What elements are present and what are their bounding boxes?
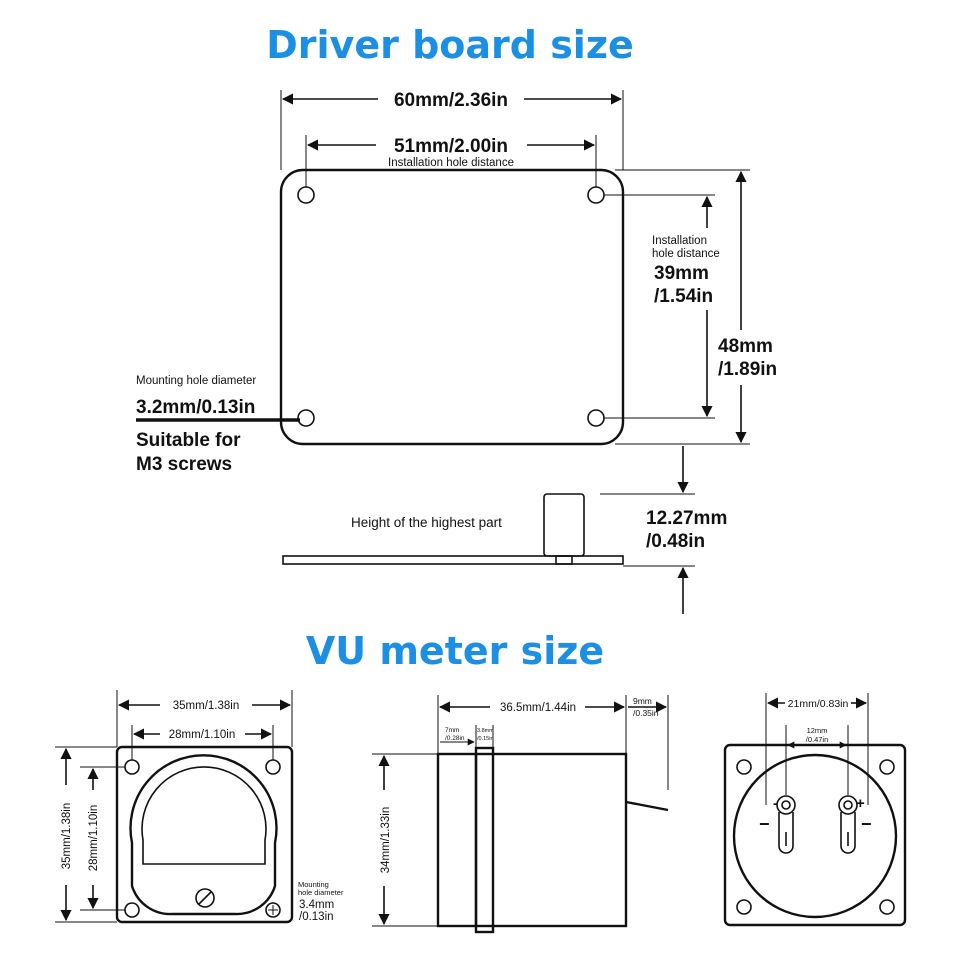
vu-back-case <box>732 753 898 919</box>
vu-back-outline <box>723 743 907 927</box>
vu-mount-value-2: /0.13in <box>299 911 334 923</box>
vu-side-band-1: 3.8mm <box>477 728 494 734</box>
driver-tallest-part <box>543 493 585 557</box>
vu-back-hole-tl <box>736 759 752 775</box>
driver-part-height-2: /0.48in <box>646 531 705 552</box>
driver-screw-2: M3 screws <box>136 454 232 475</box>
vu-back-view: - + − − <box>723 743 907 927</box>
vu-front-bezel <box>129 754 278 916</box>
driver-height-dimension: 48mm /1.89in <box>615 169 777 445</box>
driver-hole-height-note-1: Installation <box>652 235 707 247</box>
vu-front-height-label: 35mm/1.38in <box>61 803 73 869</box>
driver-screw-1: Suitable for <box>136 430 241 451</box>
driver-hole-width-label: 51mm/2.00in <box>394 136 508 157</box>
vu-back-dimensions: 21mm/0.83in 12mm /0.47in <box>765 693 869 805</box>
vu-side-band <box>474 746 495 934</box>
vu-back-hole-bl <box>736 899 752 915</box>
mount-hole-bottom-right <box>587 409 605 427</box>
vu-side-body <box>436 752 628 928</box>
driver-mount-value: 3.2mm/0.13in <box>136 397 255 418</box>
vu-front-view <box>115 745 294 924</box>
vu-side-length-label: 36.5mm/1.44in <box>500 702 576 714</box>
driver-board-side-view: Height of the highest part 12.27mm /0.48… <box>282 446 727 614</box>
driver-height-value-1: 48mm <box>718 336 773 357</box>
vu-back-terminal-right <box>838 795 858 815</box>
mount-hole-top-right <box>587 186 605 204</box>
driver-mount-hole-callout: Mounting hole diameter 3.2mm/0.13in Suit… <box>136 375 300 475</box>
vu-front-window <box>141 766 267 865</box>
vu-back-terminal-2: /0.47in <box>806 735 829 744</box>
vu-meter-title: VU meter size <box>306 629 604 673</box>
driver-height-value-2: /1.89in <box>718 359 777 380</box>
driver-board-top-view <box>279 168 625 446</box>
driver-hole-height-note-2: hole distance <box>652 248 720 260</box>
vu-back-minus-left: − <box>759 814 770 834</box>
vu-side-tail-2: /0.35in <box>633 708 659 718</box>
vu-front-mount-callout: Mounting hole diameter 3.4mm /0.13in <box>298 880 344 923</box>
vu-side-flange-2: /0.28in <box>445 735 465 742</box>
vu-side-height-label: 34mm/1.33in <box>380 807 392 873</box>
driver-width-label: 60mm/2.36in <box>394 90 508 111</box>
driver-width-dimension: 60mm/2.36in <box>280 90 624 170</box>
driver-mount-note: Mounting hole diameter <box>136 375 256 387</box>
driver-board-side-plate <box>282 555 624 565</box>
vu-back-hole-br <box>879 899 895 915</box>
vu-side-tail-1: 9mm <box>633 696 652 706</box>
vu-mount-note-1: Mounting <box>298 880 329 889</box>
driver-hole-height-value-1: 39mm <box>654 263 709 284</box>
vu-side-flange-1: 7mm <box>445 727 459 734</box>
vu-mount-note-2: hole diameter <box>298 888 344 897</box>
mount-hole-top-left <box>297 186 315 204</box>
vu-front-width-label: 35mm/1.38in <box>173 700 239 712</box>
vu-back-width-label: 21mm/0.83in <box>788 698 849 710</box>
driver-part-height-1: 12.27mm <box>646 508 727 529</box>
vu-front-hole-tl <box>124 759 140 775</box>
driver-hole-width-note: Installation hole distance <box>388 157 514 169</box>
vu-back-minus-sign: - <box>773 795 778 811</box>
mount-hole-bottom-left <box>297 409 315 427</box>
vu-back-terminal-left <box>776 795 796 815</box>
vu-back-plus-sign: + <box>856 795 865 812</box>
vu-mount-value-1: 3.4mm <box>299 899 334 911</box>
driver-board-title: Driver board size <box>266 23 633 67</box>
vu-front-hole-tr <box>265 759 281 775</box>
vu-front-hole-bl <box>124 902 140 918</box>
vu-back-minus-right: − <box>861 814 872 834</box>
vu-front-width-dimension: 35mm/1.38in 28mm/1.10in <box>116 690 293 760</box>
vu-front-hole-height-label: 28mm/1.10in <box>88 805 100 871</box>
vu-side-dimensions: 36.5mm/1.44in 9mm /0.35in 7mm /0.28in 3.… <box>372 695 669 927</box>
vu-side-band-2: /0.15in <box>477 736 494 742</box>
driver-hole-width-dimension: 51mm/2.00in Installation hole distance <box>305 135 597 187</box>
vu-back-hole-tr <box>879 759 895 775</box>
vu-back-terminal-1: 12mm <box>807 726 828 735</box>
driver-part-note: Height of the highest part <box>351 515 502 530</box>
driver-hole-height-dimension: Installation hole distance 39mm /1.54in <box>604 194 720 419</box>
driver-board-outline <box>279 168 625 446</box>
driver-hole-height-value-2: /1.54in <box>654 286 713 307</box>
vu-front-adjust-screw <box>195 888 215 908</box>
vu-front-outline <box>115 745 294 924</box>
vu-side-view <box>436 746 669 934</box>
vu-front-height-dimension: 35mm/1.38in 28mm/1.10in <box>55 746 125 923</box>
vu-front-hole-width-label: 28mm/1.10in <box>169 729 235 741</box>
vu-front-hole-br <box>265 902 281 918</box>
